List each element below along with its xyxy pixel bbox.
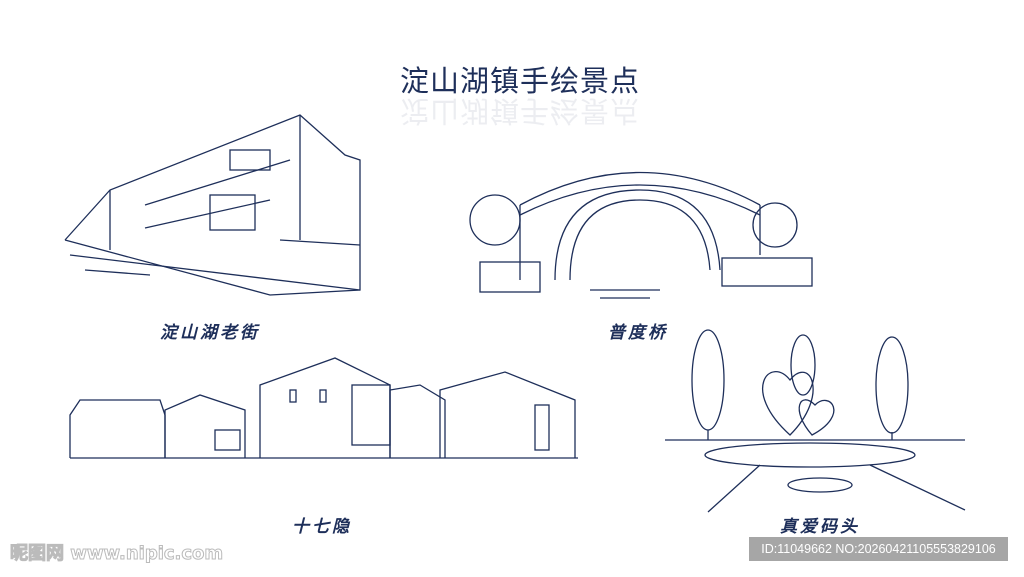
scene-label-pudu-bridge: 普度桥 (608, 323, 668, 343)
scene-label-old-street: 淀山湖老街 (160, 323, 260, 343)
watermark: 昵图网 www.nipic.com (9, 543, 224, 565)
scene-label-seventeen-houses: 十七隐 (292, 517, 352, 537)
scene-label-love-pier: 真爱码头 (780, 517, 860, 537)
seventeen-houses-drawing (69, 357, 578, 459)
page-title: 淀山湖镇手绘景点 (400, 64, 641, 98)
bridge-drawing (469, 171, 813, 299)
old-street-drawing (64, 114, 361, 296)
love-pier-drawing (665, 329, 966, 513)
image-id-badge: ID:11049662 NO:20260421105553829106 (749, 537, 1008, 561)
